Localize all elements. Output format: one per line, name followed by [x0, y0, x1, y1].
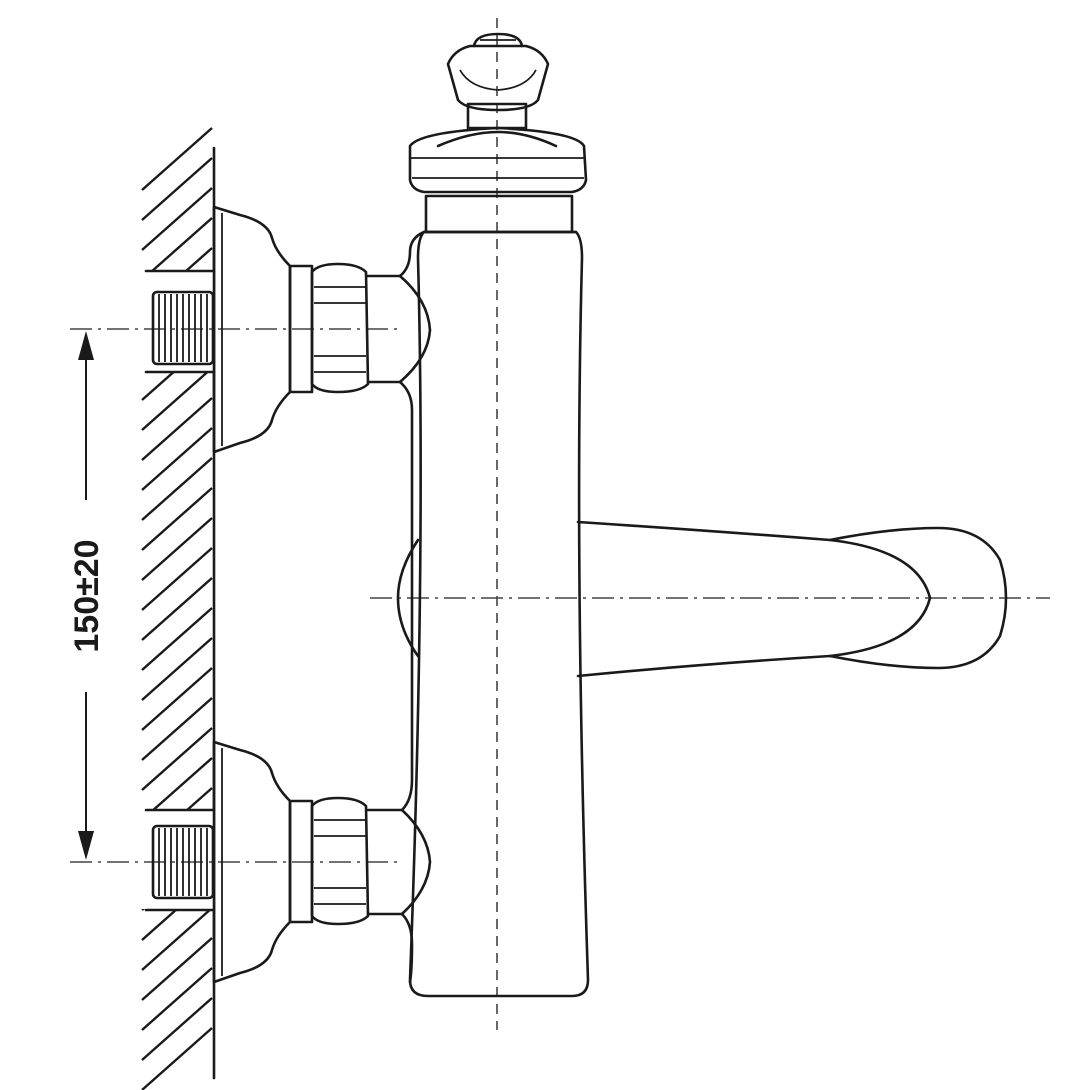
upper-inlet-boss — [398, 274, 432, 384]
cartridge-collar — [424, 194, 574, 234]
thermostat-body — [408, 230, 590, 998]
hatch-line — [141, 577, 213, 641]
hatch-line — [141, 367, 213, 431]
bonnet-dome — [436, 130, 558, 148]
hatch-line — [141, 727, 213, 791]
center-boss — [396, 538, 420, 658]
hatch-line — [141, 907, 213, 971]
hatch-line — [141, 997, 213, 1061]
hatch-line — [141, 607, 213, 671]
hatch-line — [141, 667, 213, 731]
upper-pipe-threads — [158, 294, 208, 362]
knob-cap-ridge — [459, 69, 537, 91]
hatch-line — [141, 127, 213, 191]
dimension-label: 150±20 — [68, 539, 106, 652]
hatch-line — [141, 1027, 213, 1090]
hatch-line — [141, 217, 213, 281]
hatch-line — [141, 697, 213, 761]
hatch-line — [141, 457, 213, 521]
lower-hex-nut — [310, 796, 370, 926]
spout — [576, 520, 1008, 678]
hatch-line — [141, 487, 213, 551]
hatch-line — [141, 157, 213, 221]
dimension-annotation: 150±20 — [68, 331, 106, 860]
spout-outline — [576, 520, 1008, 678]
upper-neck-curve — [398, 230, 426, 278]
spindle-stem — [466, 102, 528, 130]
dimension-arrow-up — [78, 331, 94, 360]
knob-cap — [446, 44, 550, 112]
hatch-line — [141, 637, 213, 701]
hatch-line — [141, 517, 213, 581]
hatch-line — [141, 547, 213, 611]
cartridge-bonnet — [408, 126, 588, 194]
hatch-line — [141, 397, 213, 461]
hatch-line — [141, 937, 213, 1001]
center-lines — [70, 18, 1050, 1030]
backplate-edge — [398, 380, 414, 812]
dimension-arrow-down — [78, 831, 94, 860]
knob-top — [472, 32, 524, 48]
upper-inlet-assembly — [144, 205, 432, 454]
hatch-line — [141, 967, 213, 1031]
top-cartridge — [408, 32, 588, 234]
upper-hex-nut — [310, 262, 370, 394]
lower-pipe-threads — [158, 828, 208, 896]
spout-outlet-curve — [828, 538, 932, 658]
main-body-outline — [408, 230, 590, 998]
hatch-line — [141, 187, 213, 251]
hatch-line — [141, 427, 213, 491]
